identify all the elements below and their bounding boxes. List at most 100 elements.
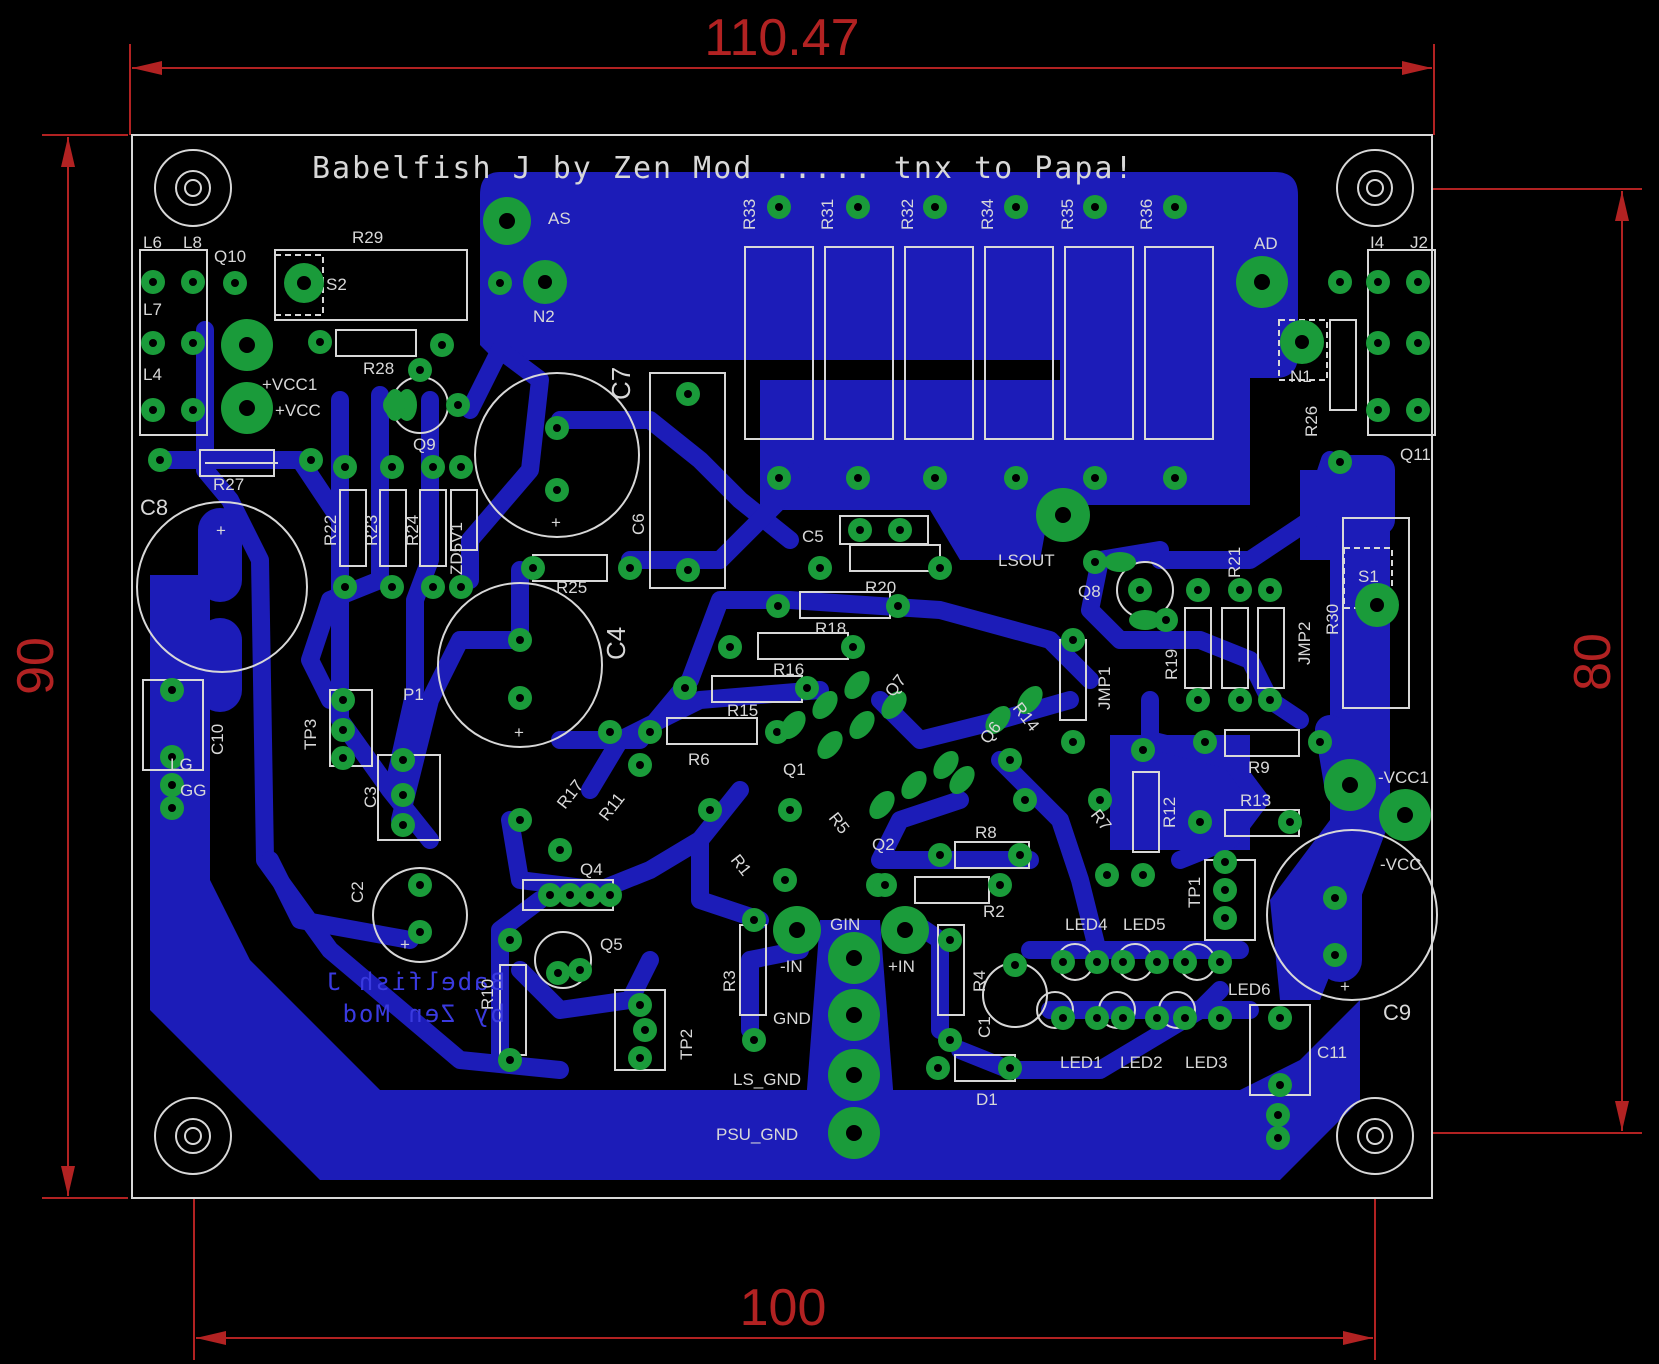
label-as: AS — [548, 209, 571, 228]
label-led2: LED2 — [1120, 1053, 1163, 1072]
pad-hole — [726, 643, 734, 651]
pad-hole — [339, 754, 347, 762]
pad-hole — [1336, 278, 1344, 286]
pad-hole — [1091, 203, 1099, 211]
label-jmp1: JMP1 — [1095, 667, 1114, 710]
pad-hole — [816, 564, 824, 572]
pad-hole — [641, 1026, 649, 1034]
label-r19: R19 — [1162, 649, 1181, 680]
pad-hole — [1012, 474, 1020, 482]
pad-hole — [773, 728, 781, 736]
pad-hole — [774, 602, 782, 610]
label-c9-plus: + — [1340, 977, 1350, 996]
transistor-pad — [1129, 610, 1161, 630]
label-c7: C7 — [606, 367, 636, 400]
pad-hole — [1194, 696, 1202, 704]
label-r36: R36 — [1137, 199, 1156, 230]
pad-hole — [1414, 339, 1422, 347]
pad-hole — [1194, 586, 1202, 594]
label-r29: R29 — [352, 228, 383, 247]
label-c4-plus: + — [514, 723, 524, 742]
transistor-pad — [812, 690, 838, 720]
pad-hole — [1374, 406, 1382, 414]
pad-hole — [399, 821, 407, 829]
pad-hole — [849, 643, 857, 651]
pad-hole — [931, 203, 939, 211]
label-r8: R8 — [975, 823, 997, 842]
label-j2: J2 — [1410, 233, 1428, 252]
label-led1: LED1 — [1060, 1053, 1103, 1072]
pad-hole — [156, 456, 164, 464]
pad-hole — [996, 881, 1004, 889]
label-q1: Q1 — [783, 760, 806, 779]
transistor-pad — [1017, 685, 1043, 715]
pad-hole — [554, 969, 562, 977]
pad-hole — [388, 463, 396, 471]
pad-hole — [1069, 636, 1077, 644]
pad-hole — [496, 279, 504, 287]
pad-hole — [803, 684, 811, 692]
label-r22: R22 — [321, 515, 340, 546]
pad-hole — [1274, 1111, 1282, 1119]
pad-hole — [399, 791, 407, 799]
pad-hole — [775, 203, 783, 211]
pad-hole — [684, 566, 692, 574]
label-r20: R20 — [865, 578, 896, 597]
pad-hole — [750, 916, 758, 924]
pad-hole — [1414, 278, 1422, 286]
pad-hole — [416, 881, 424, 889]
pad-hole — [516, 816, 524, 824]
pad-hole — [566, 891, 574, 899]
label-d1: D1 — [976, 1090, 998, 1109]
pad-hole — [149, 339, 157, 347]
label-c5: C5 — [802, 527, 824, 546]
label-jmp2: JMP2 — [1295, 622, 1314, 665]
dim-width-outer: 110.47 — [704, 9, 859, 67]
label-c11: C11 — [1317, 1043, 1347, 1062]
label-r33: R33 — [740, 199, 759, 230]
dim-width-holes: 100 — [740, 1279, 827, 1337]
label-l6: L6 — [143, 233, 162, 252]
pad-hole — [1274, 1134, 1282, 1142]
label-p1: P1 — [403, 685, 424, 704]
label-i4: I4 — [1370, 233, 1384, 252]
pad-hole — [1374, 339, 1382, 347]
component-labels: AS AD N2 N1 S2 S1 R29 R28 R27 Q10 Q9 Q11… — [140, 199, 1431, 1144]
pad-hole — [516, 694, 524, 702]
pad-hole — [1374, 278, 1382, 286]
pad-hole — [706, 806, 714, 814]
pad-hole — [854, 474, 862, 482]
label-psu-gnd: PSU_GND — [716, 1125, 798, 1144]
label-c2: C2 — [348, 881, 367, 903]
pad-hole — [168, 781, 176, 789]
label-q8: Q8 — [1078, 582, 1101, 601]
pad-hole — [149, 406, 157, 414]
label-r24: R24 — [403, 515, 422, 546]
label-r21: R21 — [1225, 547, 1244, 578]
label-led4: LED4 — [1065, 915, 1108, 934]
dimension-arrows — [61, 61, 1629, 1345]
pad-hole — [1276, 1081, 1284, 1089]
label-c9: C9 — [1383, 1000, 1411, 1025]
label-r12: R12 — [1160, 797, 1179, 828]
pad-hole — [576, 966, 584, 974]
pad-hole — [231, 279, 239, 287]
label-r10: R10 — [478, 979, 497, 1010]
pad-hole — [1069, 738, 1077, 746]
label-r4: R4 — [970, 970, 989, 992]
pad-hole — [1093, 958, 1101, 966]
pad-hole — [1181, 958, 1189, 966]
label-r27: R27 — [213, 475, 244, 494]
label-q11: Q11 — [1400, 445, 1431, 464]
transistor-pad — [985, 705, 1011, 735]
label-q10: Q10 — [214, 247, 246, 266]
pad-hole — [856, 526, 864, 534]
pad-hole — [1331, 951, 1339, 959]
pad-hole — [786, 806, 794, 814]
pad-hole — [1153, 1014, 1161, 1022]
label-r28: R28 — [363, 359, 394, 378]
pad-hole — [416, 366, 424, 374]
label-n1: N1 — [1290, 367, 1312, 386]
label-l7: L7 — [143, 300, 162, 319]
